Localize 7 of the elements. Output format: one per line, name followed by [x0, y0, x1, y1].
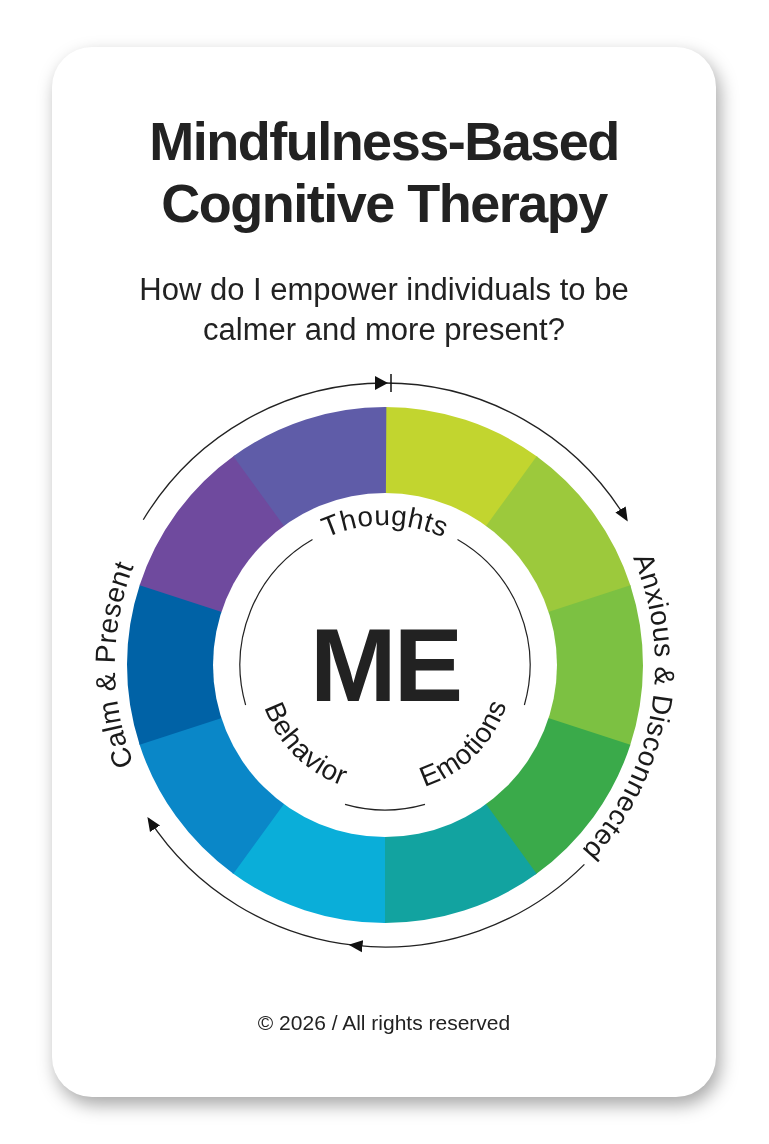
subtitle: How do I empower individuals to be calmer and more present? [138, 271, 630, 349]
thoughts-label: Thoughts [317, 499, 453, 544]
center-label: ME [310, 606, 460, 723]
cycle-arrow [147, 817, 586, 953]
copyright-note: © 2026 / All rights reserved [256, 1010, 512, 1036]
cycle-arrow [142, 374, 628, 522]
title: Mindfulness-Based Cognitive Therapy [148, 110, 620, 234]
